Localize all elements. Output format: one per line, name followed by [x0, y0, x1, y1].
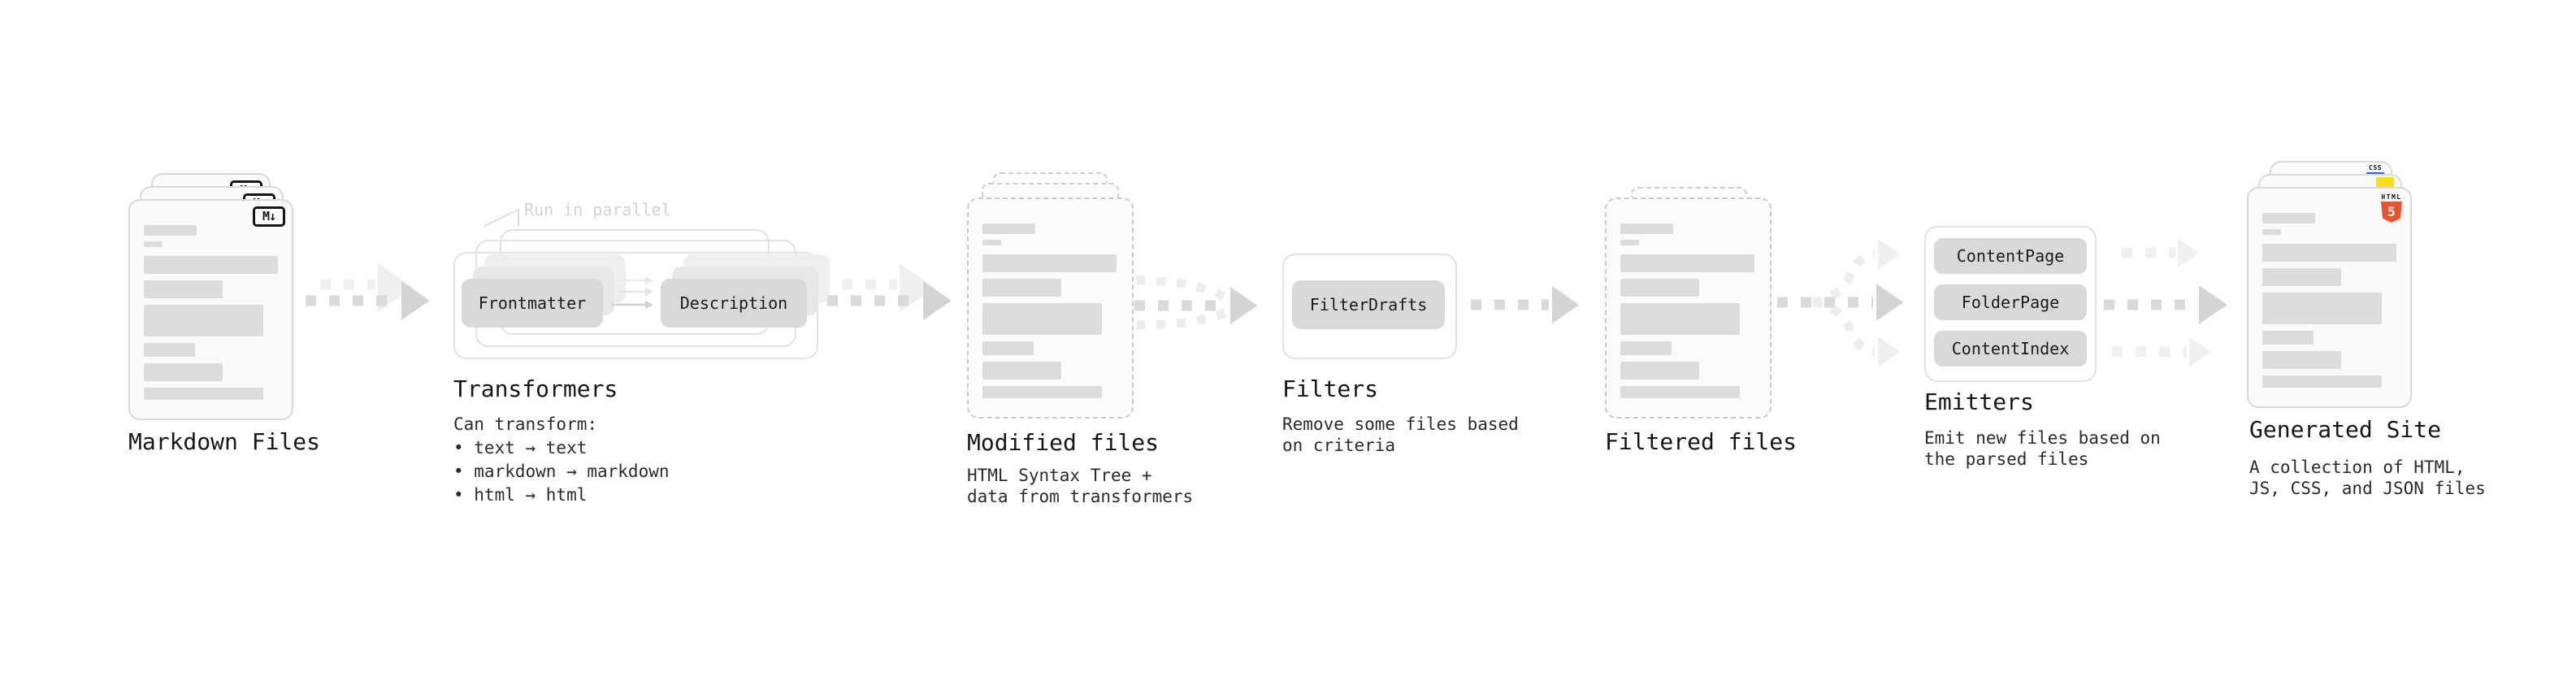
filtered-file-front [1605, 197, 1772, 419]
placeholder-line [2262, 229, 2281, 235]
placeholder-line [982, 341, 1034, 355]
placeholder-line [144, 363, 223, 381]
arrow-filters-to-filtered [1464, 268, 1598, 341]
markdown-file-back: M↓ [151, 173, 271, 401]
placeholder-line [2262, 268, 2341, 286]
placeholder-line [2262, 244, 2396, 262]
markdown-file-middle: M↓ [140, 186, 284, 419]
modified-file-stack [967, 172, 1134, 419]
description-box: Description [661, 279, 807, 327]
arrow-emitters-to-site [2101, 236, 2239, 366]
transformer-outline-front [453, 252, 818, 359]
css-badge-bar [2366, 172, 2384, 176]
placeholder-line [2262, 351, 2341, 369]
emitters-heading: Emitters [1924, 388, 2034, 415]
emitters-panel [1924, 226, 2097, 382]
arrow-filtered-to-emitters [1777, 236, 1915, 366]
markdown-icon: M↓ [230, 180, 262, 201]
html5-icon: HTML 5 [2381, 193, 2402, 223]
modified-file-tab-middle [982, 183, 1119, 207]
contentpage-box: ContentPage [1934, 238, 2087, 274]
transformer-outline-back [500, 229, 770, 335]
filtered-file-stack [1605, 187, 1772, 419]
placeholder-line [2262, 213, 2315, 223]
folderpage-box: FolderPage [1934, 284, 2087, 320]
arrow-frontmatter-to-description [611, 273, 660, 312]
placeholder-line [144, 225, 197, 236]
site-file-js [2258, 174, 2402, 406]
placeholder-line [1620, 279, 1699, 297]
modified-file-tab-back [993, 172, 1108, 195]
document-placeholder-lines [969, 199, 1132, 417]
placeholder-line [1620, 303, 1740, 335]
transformers-description: Can transform: • text → text • markdown … [453, 414, 670, 505]
annotation-leader-line [481, 202, 530, 230]
generated-site-heading: Generated Site [2249, 416, 2442, 443]
placeholder-line [144, 241, 163, 247]
placeholder-line [982, 279, 1061, 297]
filters-panel [1282, 254, 1457, 359]
placeholder-line [2262, 293, 2382, 324]
arrow-modified-to-filters [1131, 268, 1273, 345]
placeholder-line [2262, 375, 2382, 388]
transformer-outline-middle [475, 240, 796, 347]
filterdrafts-box: FilterDrafts [1292, 280, 1445, 329]
markdown-icon: M↓ [253, 206, 285, 227]
transformers-heading: Transformers [453, 375, 618, 402]
markdown-file-stack: M↓ M↓ M↓ [128, 173, 295, 420]
placeholder-line [144, 305, 263, 336]
site-file-html: HTML 5 [2247, 187, 2412, 408]
site-file-stack: CSS HTML 5 [2247, 161, 2413, 408]
placeholder-line [1620, 223, 1673, 234]
placeholder-line [1620, 386, 1740, 398]
html5-word: HTML [2381, 193, 2402, 201]
arrow-markdown-to-transformers [302, 258, 457, 348]
arrow-transformers-to-modified [824, 258, 978, 348]
frontmatter-ghost-middle [473, 267, 614, 315]
filters-heading: Filters [1282, 375, 1379, 402]
placeholder-line [982, 223, 1035, 234]
css-icon: CSS [2366, 165, 2384, 176]
css-badge-label: CSS [2369, 164, 2382, 171]
run-in-parallel-annotation: Run in parallel [524, 200, 671, 219]
placeholder-line [1620, 240, 1639, 245]
placeholder-line [1620, 254, 1754, 272]
placeholder-line [982, 386, 1102, 398]
document-placeholder-lines [1607, 199, 1770, 417]
placeholder-line [144, 280, 223, 298]
placeholder-line [982, 303, 1102, 335]
markdown-icon: M↓ [243, 193, 275, 214]
placeholder-line [144, 388, 263, 400]
placeholder-line [982, 240, 1001, 245]
filters-description: Remove some files based on criteria [1282, 414, 1519, 455]
modified-files-description: HTML Syntax Tree + data from transformer… [967, 466, 1194, 506]
document-placeholder-lines [130, 201, 292, 419]
frontmatter-ghost-back [484, 254, 626, 303]
site-file-css: CSS [2270, 161, 2392, 388]
contentindex-box: ContentIndex [1934, 331, 2087, 367]
filtered-file-tab [1631, 187, 1747, 211]
placeholder-line [2262, 331, 2314, 345]
emitters-description: Emit new files based on the parsed files [1924, 428, 2161, 469]
description-ghost-middle [672, 267, 818, 315]
js-icon [2376, 177, 2394, 190]
frontmatter-box: Frontmatter [462, 279, 603, 327]
placeholder-line [144, 256, 278, 274]
placeholder-line [982, 362, 1061, 380]
placeholder-line [144, 343, 195, 357]
document-placeholder-lines [2249, 189, 2410, 406]
markdown-file-front: M↓ [128, 199, 293, 420]
generated-site-description: A collection of HTML, JS, CSS, and JSON … [2249, 458, 2486, 498]
html5-shield: 5 [2381, 202, 2402, 223]
filtered-files-heading: Filtered files [1605, 428, 1798, 455]
placeholder-line [982, 254, 1117, 272]
placeholder-line [1620, 341, 1672, 355]
placeholder-line [1620, 362, 1699, 380]
description-ghost-back [683, 254, 830, 303]
markdown-files-label: Markdown Files [128, 428, 321, 455]
modified-files-heading: Modified files [967, 429, 1160, 456]
modified-file-front [967, 197, 1134, 419]
